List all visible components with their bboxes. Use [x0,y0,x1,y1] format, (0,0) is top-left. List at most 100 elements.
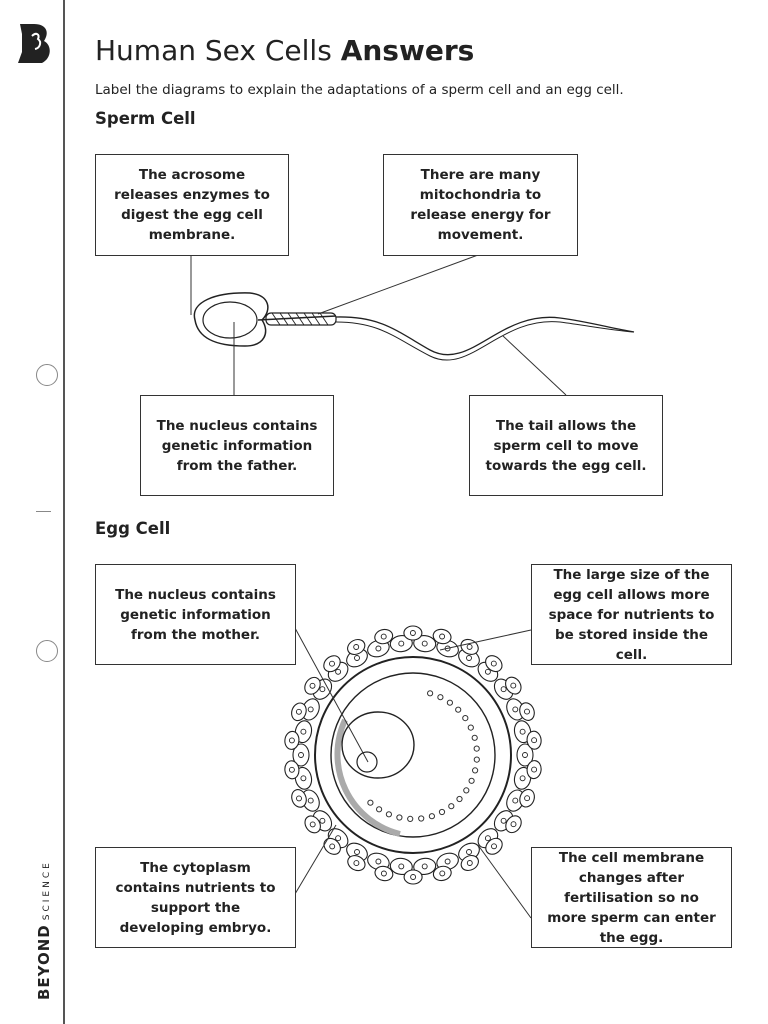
label-mitochondria: There are many mitochondria to release e… [383,154,578,256]
granule [427,690,434,697]
follicle-cell [347,638,366,656]
follicle-cell [374,628,394,645]
follicle-cell [284,760,300,780]
granule [407,815,414,823]
corona-radiata-cells [284,625,542,885]
beyond-logo-icon [18,24,50,63]
follicle-cell-nucleus [524,795,531,802]
follicle-cell-nucleus [466,643,473,650]
granule [446,699,453,706]
title-bold: Answers [340,34,475,67]
follicle-cell-nucleus [466,849,472,855]
follicle-cell-nucleus [375,858,382,865]
follicle-cell-nucleus [531,766,538,773]
follicle-cell-nucleus [329,843,336,850]
follicle-cell-nucleus [510,682,517,689]
egg-cell-illustration [284,625,542,885]
follicle-cell [513,720,532,744]
follicle-cell-nucleus [335,835,342,842]
follicle-cell [284,730,300,750]
follicle-cell [485,837,503,855]
label-tail: The tail allows the sperm cell to move t… [469,395,663,496]
follicle-cell [347,855,366,872]
title-plain: Human Sex Cells [95,34,341,67]
follicle-cell-nucleus [300,775,307,782]
follicle-cell [505,815,522,834]
follicle-cell-nucleus [490,660,497,667]
sperm-cell-illustration [193,292,635,361]
follicle-cell-nucleus [510,821,517,828]
follicle-cell-nucleus [410,874,417,880]
follicle-cell-nucleus [439,870,446,877]
granule [468,777,475,784]
follicle-cell [304,815,321,834]
follicle-cell-nucleus [353,860,360,867]
egg-cell-heading: Egg Cell [95,519,171,538]
instructions: Label the diagrams to explain the adapta… [95,82,624,98]
follicle-cell-nucleus [354,849,360,855]
granule [438,808,446,816]
follicle-cell-nucleus [409,630,416,636]
follicle-cell-nucleus [288,737,295,744]
punch-hole-top [36,364,58,386]
label-acrosome: The acrosome releases enzymes to digest … [95,154,289,256]
follicle-cell-nucleus [353,644,360,650]
follicle-cell-nucleus [298,752,304,758]
punch-hole-bottom [36,640,58,662]
granule [462,715,469,722]
follicle-cell [389,635,413,653]
follicle-cell-nucleus [398,640,405,647]
granule [471,734,478,741]
follicle-cell-nucleus [329,660,335,667]
follicle-cell-nucleus [512,797,519,804]
follicle-cell-nucleus [288,766,295,773]
granule [473,745,480,752]
granule [437,694,444,701]
label-egg-nucleus: The nucleus contains genetic information… [95,564,296,665]
label-cytoplasm: The cytoplasm contains nutrients to supp… [95,847,296,948]
follicle-cell-nucleus [309,682,316,689]
follicle-cell [374,865,394,882]
sperm-cell-heading: Sperm Cell [95,109,196,128]
follicle-cell-nucleus [500,817,507,824]
follicle-cell-nucleus [512,706,519,713]
granule [472,767,479,774]
granule [467,724,474,731]
follicle-cell-nucleus [519,775,526,782]
follicle-cell [323,655,341,673]
follicle-cell [485,655,503,673]
follicle-cell-nucleus [307,706,314,713]
follicle-cell-nucleus [519,728,526,735]
follicle-cell [403,625,423,641]
label-egg-size: The large size of the egg cell allows mo… [531,564,732,665]
follicle-cell-nucleus [466,860,473,866]
sperm-leader-lines [190,254,567,396]
page-title: Human Sex Cells Answers [95,34,474,67]
follicle-cell [460,854,479,872]
follicle-cell-nucleus [309,821,316,828]
follicle-cell-nucleus [319,817,326,824]
follicle-cell-nucleus [439,633,446,640]
margin-line [63,0,65,1024]
follicle-cell [304,676,321,695]
fold-mark [36,511,51,512]
follicle-cell [294,720,313,744]
follicle-cell-nucleus [319,686,326,693]
granule [463,787,470,794]
follicle-cell [460,638,479,655]
follicle-cell-nucleus [380,633,387,640]
follicle-cell [526,760,542,780]
egg-leader-lines [294,627,532,919]
follicle-cell-nucleus [522,752,528,758]
follicle-cell [519,702,535,721]
follicle-cell [432,628,452,645]
follicle-cell-nucleus [335,668,342,675]
granule [473,756,480,763]
granule [418,815,425,822]
follicle-cell [513,766,532,790]
follicle-cell-nucleus [307,797,314,804]
follicle-cell-nucleus [444,858,451,865]
follicle-cell-nucleus [500,686,507,693]
follicle-cell-nucleus [296,795,302,802]
